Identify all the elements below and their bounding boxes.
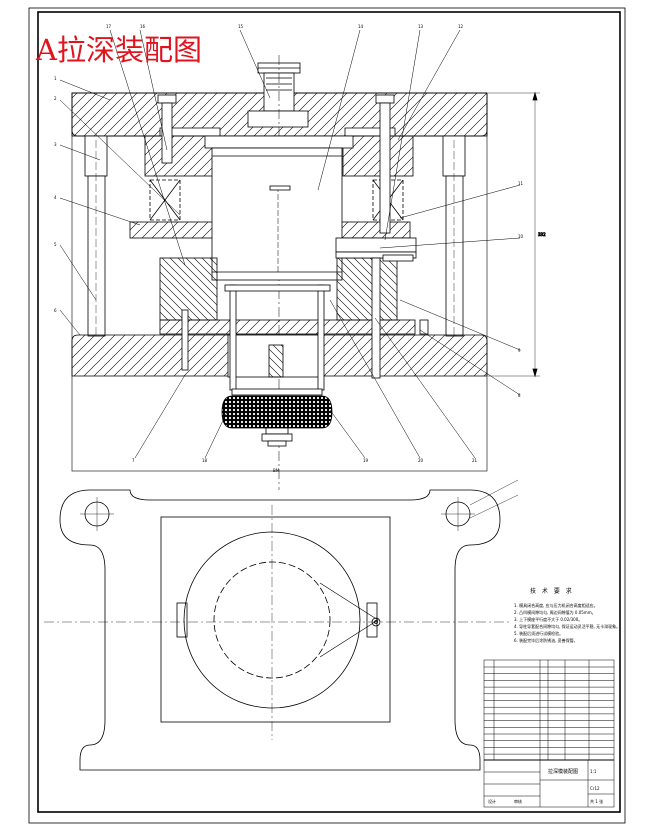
svg-text:6: 6 [54, 308, 57, 313]
parts-list [483, 659, 615, 808]
note-1: 1. 模具闭合高度, 应与压力机闭合高度相适应。 [514, 602, 598, 608]
technical-notes: 技 术 要 求 1. 模具闭合高度, 应与压力机闭合高度相适应。 2. 凸凹模间… [514, 587, 620, 643]
svg-text:2: 2 [54, 96, 57, 101]
svg-text:1: 1 [54, 76, 57, 81]
rubber-buffer [221, 388, 333, 447]
svg-text:5: 5 [54, 242, 57, 247]
svg-text:19: 19 [363, 458, 369, 463]
dimension-total-label: 332 [538, 232, 546, 237]
guide-posts [84, 135, 466, 337]
svg-text:3: 3 [54, 142, 57, 147]
axis-mark-label: BM [273, 468, 280, 473]
title-block-scale: 1:1 [590, 769, 597, 774]
drawing-die [159, 257, 398, 321]
svg-text:21: 21 [472, 458, 478, 463]
dimension-vertical [488, 91, 540, 378]
lower-die-base [71, 334, 488, 378]
svg-text:12: 12 [458, 24, 464, 29]
die-plate [159, 319, 416, 335]
drawing-title: A拉深装配图 [36, 33, 202, 67]
upper-plate [144, 135, 414, 177]
bolts [157, 94, 429, 371]
title-block-checker: 审核 [514, 798, 522, 804]
svg-text:8: 8 [518, 393, 521, 398]
title-block-text: 拉深模装配图 1:1 Cr12 共 1 张 设计 审核 [488, 768, 603, 804]
svg-text:14: 14 [358, 24, 364, 29]
title-block-drawing-name: 拉深模装配图 [548, 768, 578, 775]
svg-text:15: 15 [238, 24, 244, 29]
svg-text:13: 13 [418, 24, 424, 29]
note-5: 5. 装配后须进行试模检验。 [514, 630, 563, 636]
title-block-material: Cr12 [590, 786, 600, 791]
slot-left [176, 602, 188, 638]
section-view: 332 [54, 24, 546, 490]
svg-text:20: 20 [418, 458, 424, 463]
stop-triangle [319, 582, 379, 658]
blank-holder [129, 221, 411, 239]
svg-text:16: 16 [140, 24, 146, 29]
note-3: 3. 上下模座平行度不大于 0.02/300。 [514, 616, 582, 622]
sheet-border [28, 7, 626, 824]
title-block-sheet: 共 1 张 [590, 798, 603, 804]
svg-text:10: 10 [518, 234, 524, 239]
note-4: 4. 导柱导套配合间隙均匀, 保证运动灵活平稳, 无卡滞现象。 [514, 623, 620, 629]
note-2: 2. 凸凹模间隙均匀, 周边间隙值为 0.05mm。 [514, 609, 596, 615]
plan-view [44, 479, 519, 771]
retainer [335, 237, 417, 259]
die-plate-outline [160, 516, 391, 723]
leader-lines [59, 29, 521, 459]
notes-title: 技 术 要 求 [530, 587, 574, 595]
svg-text:7: 7 [132, 458, 135, 463]
svg-text:11: 11 [518, 181, 524, 186]
svg-text:18: 18 [202, 458, 208, 463]
svg-text:9: 9 [518, 348, 521, 353]
title-block-designer: 设计 [488, 798, 496, 804]
svg-text:17: 17 [106, 24, 112, 29]
svg-text:4: 4 [54, 195, 57, 200]
slot-right [366, 602, 378, 638]
note-6: 6. 装配完毕后涂防锈油, 妥善保管。 [514, 637, 578, 643]
lower-base-outline [59, 489, 501, 771]
drawing-punch [211, 147, 343, 281]
